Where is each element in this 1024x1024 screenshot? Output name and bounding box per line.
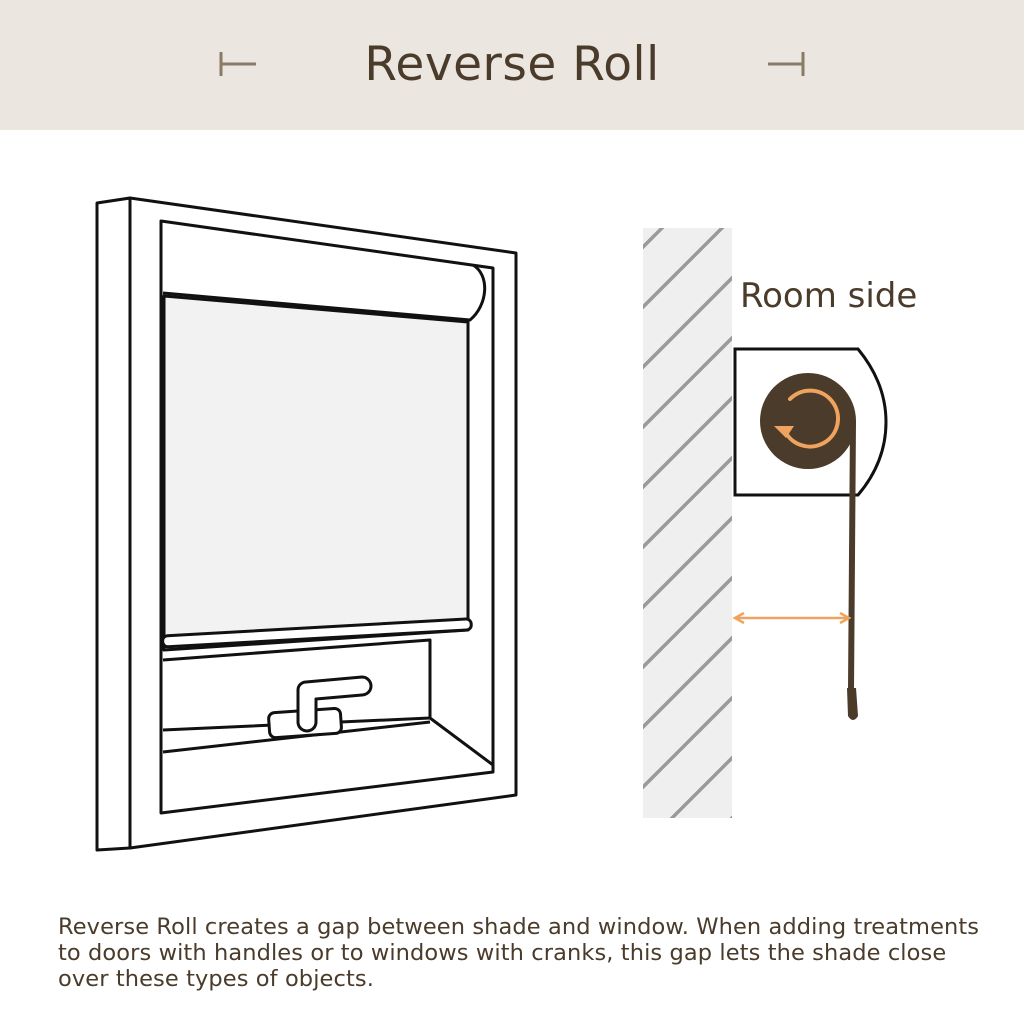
rotate-arrow-icon [774, 388, 840, 449]
page-title: Reverse Roll [364, 37, 660, 92]
roller-casing [162, 263, 487, 322]
shade-bottom-rail [161, 617, 473, 649]
shade-fabric [162, 294, 470, 652]
room-side-label: Room side [740, 276, 918, 316]
window-opening [159, 219, 495, 815]
roller-tube [760, 373, 856, 469]
wall-section [643, 228, 732, 818]
window-illustration [95, 196, 518, 852]
shade-fabric-drop [848, 420, 856, 691]
header-banner: Reverse Roll [0, 0, 1024, 130]
left-bracket-icon [219, 52, 256, 76]
shade-pull-weight [847, 688, 858, 720]
caption-text: Reverse Roll creates a gap between shade… [58, 914, 980, 992]
window-crank [267, 675, 373, 740]
right-bracket-icon [768, 52, 805, 76]
window-frame-side [95, 196, 132, 852]
gap-arrow [732, 611, 852, 625]
